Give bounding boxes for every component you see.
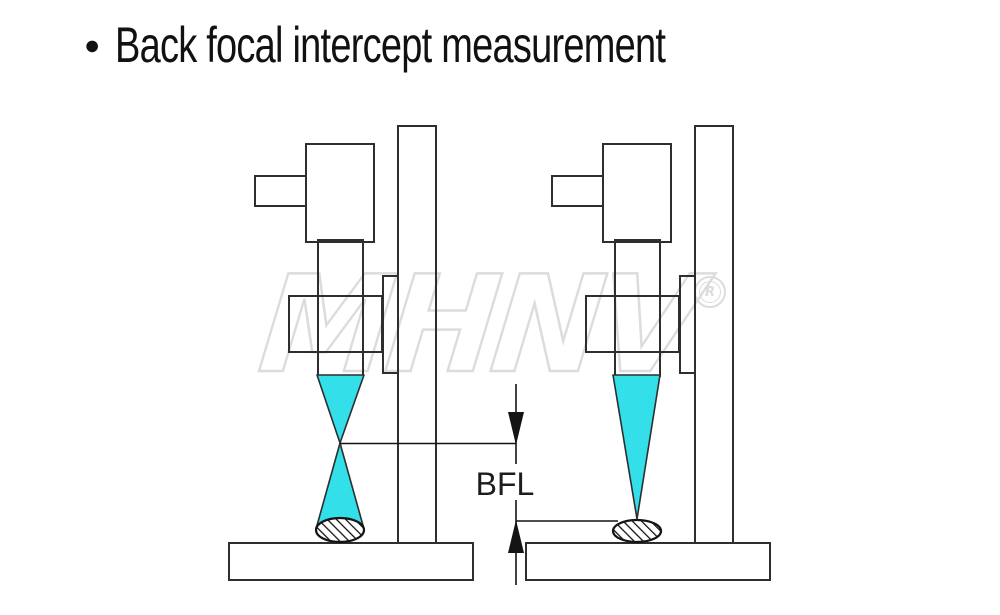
side-arm [551,175,604,207]
bfl-label: BFL [475,466,535,502]
bullet-icon: ● [84,30,101,60]
apparatus-right [525,120,772,585]
support-column [694,125,734,544]
lens-holder [288,295,383,353]
camera-body [305,143,375,243]
page-title: Back focal intercept measurement [115,17,666,73]
base-plate [228,542,474,581]
arrowhead-down-icon [508,412,524,445]
camera-body [602,143,672,243]
base-plate [525,542,771,581]
side-arm [254,175,307,207]
apparatus-left [228,120,475,585]
arrowhead-up-icon [508,520,524,553]
mount-bracket [679,275,696,374]
title-row: ● Back focal intercept measurement [84,18,839,73]
lens-holder [585,295,680,353]
mount-bracket [382,275,399,374]
support-column [397,125,437,544]
